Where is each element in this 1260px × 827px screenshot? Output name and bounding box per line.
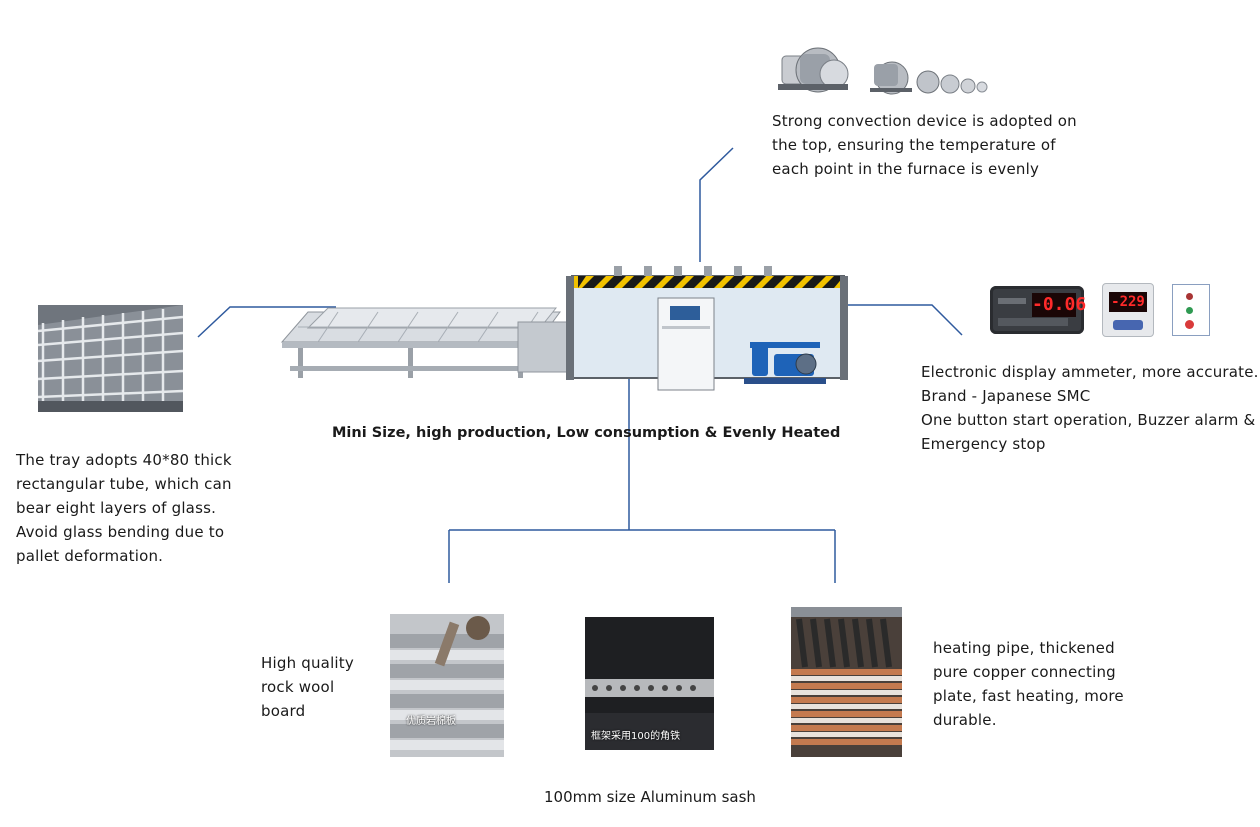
rockwool-line: board — [261, 702, 306, 720]
sash-photo-caption: 框架采用100的角铁 — [591, 731, 681, 742]
ammeter-display-1: -0.06 — [990, 286, 1087, 334]
aluminum-sash-photo: 框架采用100的角铁 — [585, 617, 714, 750]
green-indicator-icon — [1186, 307, 1193, 314]
tray-line: bear eight layers of glass. — [16, 499, 217, 517]
pressure-readout: -229 — [1109, 292, 1147, 312]
heating-description: heating pipe, thickened pure copper conn… — [933, 636, 1124, 732]
convection-line: the top, ensuring the temperature of — [772, 136, 1056, 154]
red-indicator-icon — [1186, 293, 1193, 300]
blower-large — [778, 47, 849, 93]
heating-line: pure copper connecting — [933, 663, 1116, 681]
tray-line: Avoid glass bending due to — [16, 523, 225, 541]
blower-medium — [870, 61, 912, 95]
vacuum-pump — [744, 342, 826, 384]
control-cabinet — [657, 297, 715, 391]
indicator-lights-panel — [1172, 284, 1210, 336]
tray-photo — [38, 305, 183, 412]
control-line: Brand - Japanese SMC — [921, 387, 1091, 405]
rockwool-line: High quality — [261, 654, 354, 672]
connector-convection — [699, 147, 734, 262]
blower-fans-image — [778, 47, 988, 95]
tray-line: The tray adopts 40*80 thick — [16, 451, 232, 469]
emergency-stop-icon — [1185, 320, 1194, 329]
heating-line: durable. — [933, 711, 997, 729]
connector-tray — [197, 306, 336, 338]
control-description: Electronic display ammeter, more accurat… — [921, 360, 1259, 456]
heating-line: plate, fast heating, more — [933, 687, 1124, 705]
tray-description: The tray adopts 40*80 thick rectangular … — [16, 448, 232, 568]
pressure-switch: -229 — [1102, 283, 1154, 337]
ammeter-readout-1: -0.06 — [1032, 293, 1087, 317]
control-line: Electronic display ammeter, more accurat… — [921, 363, 1259, 381]
rockwool-line: rock wool — [261, 678, 335, 696]
heating-line: heating pipe, thickened — [933, 639, 1115, 657]
rockwool-description: High quality rock wool board — [261, 651, 354, 723]
autoclave-machine-image — [280, 266, 848, 391]
control-line: One button start operation, Buzzer alarm… — [921, 411, 1256, 429]
main-title: Mini Size, high production, Low consumpt… — [332, 425, 841, 441]
sash-label: 100mm size Aluminum sash — [544, 788, 756, 806]
blower-small — [916, 70, 988, 94]
control-line: Emergency stop — [921, 435, 1046, 453]
convection-line: each point in the furnace is evenly — [772, 160, 1040, 178]
convection-line: Strong convection device is adopted on — [772, 112, 1077, 130]
heating-pipe-photo — [791, 607, 902, 757]
convection-description: Strong convection device is adopted on t… — [772, 109, 1077, 181]
tray-carts — [280, 307, 575, 378]
rockwool-photo: 优质岩棉板 — [390, 614, 504, 757]
tray-line: pallet deformation. — [16, 547, 164, 565]
tray-line: rectangular tube, which can — [16, 475, 232, 493]
rockwool-photo-caption: 优质岩棉板 — [406, 716, 456, 727]
